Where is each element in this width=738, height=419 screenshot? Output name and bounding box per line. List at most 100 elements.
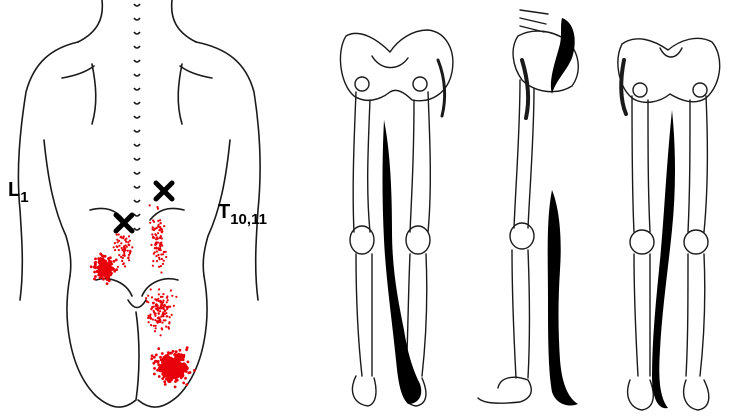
pain-dot — [154, 244, 156, 246]
pain-dot — [167, 299, 169, 301]
pain-dot — [157, 347, 160, 350]
pain-dot — [125, 238, 127, 240]
pain-dot — [156, 308, 158, 310]
pain-dot — [160, 222, 162, 224]
pain-dot — [154, 313, 156, 315]
pain-dot — [167, 306, 169, 308]
pain-dot — [96, 270, 99, 273]
pain-dot — [164, 383, 167, 386]
pain-dot — [171, 314, 173, 316]
pain-dot — [116, 239, 118, 241]
pain-dot — [147, 315, 149, 317]
pain-dot — [97, 257, 100, 260]
pain-dot — [125, 241, 127, 243]
referred-pain-area — [90, 204, 196, 388]
pain-dot — [159, 258, 161, 260]
pain-dot — [161, 303, 163, 305]
pain-dot — [182, 356, 185, 359]
pain-dot — [131, 246, 133, 248]
pain-dot — [162, 315, 164, 317]
pain-dot — [122, 257, 124, 259]
pain-dot — [166, 295, 168, 297]
pain-dot — [114, 242, 116, 244]
pain-dot — [166, 315, 168, 317]
pain-dot — [116, 234, 118, 236]
pain-dot — [159, 237, 161, 239]
pain-dot — [123, 245, 125, 247]
legs-side-nerve-band — [548, 18, 578, 406]
pain-dot — [170, 352, 173, 355]
pain-dot — [157, 361, 160, 364]
trigger-point-upper — [156, 183, 172, 199]
pain-dot — [182, 358, 185, 361]
pain-dot — [161, 322, 163, 324]
pain-dot — [154, 251, 156, 253]
pain-dot — [99, 264, 103, 268]
pain-dot — [174, 380, 177, 383]
pain-dot — [104, 255, 107, 258]
pain-dot — [153, 325, 155, 327]
pain-dot — [128, 254, 130, 256]
pain-dot — [161, 258, 163, 260]
pain-dot — [149, 222, 151, 224]
pain-dot — [158, 300, 160, 302]
pain-dot — [156, 227, 158, 229]
pain-dot — [182, 382, 185, 385]
pain-dot — [128, 256, 130, 258]
pain-dot — [158, 312, 160, 314]
pain-dot — [160, 244, 162, 246]
pain-dot — [108, 279, 111, 282]
pain-dot — [154, 330, 156, 332]
pain-dot — [156, 250, 158, 252]
pain-dot — [113, 246, 115, 248]
pain-dot — [168, 360, 173, 365]
pain-dot — [99, 253, 102, 256]
pain-dot — [153, 373, 156, 376]
pain-dot — [94, 275, 97, 278]
pain-dot — [117, 266, 119, 268]
pain-dot — [95, 261, 98, 264]
svg-text:T10,11: T10,11 — [218, 201, 267, 228]
pain-dot — [162, 263, 164, 265]
pain-dot — [164, 319, 166, 321]
pain-dot — [127, 250, 129, 252]
pain-dot — [161, 363, 166, 368]
pain-dot — [128, 244, 130, 246]
pain-dot — [155, 354, 158, 357]
pain-dot — [166, 301, 168, 303]
pain-dot — [159, 307, 161, 309]
spine-markers — [134, 4, 140, 230]
pain-dot — [149, 316, 151, 318]
pain-dot — [118, 233, 120, 235]
pain-dot — [152, 260, 154, 262]
trigger-point-x-marks — [116, 183, 172, 231]
pain-dot — [148, 321, 150, 323]
pain-dot — [128, 259, 130, 261]
trigger-point-lower — [116, 215, 132, 231]
pain-dot — [163, 251, 165, 253]
pain-dot — [146, 300, 148, 302]
pain-dot — [160, 253, 162, 255]
pain-dot — [165, 326, 167, 328]
pain-dot — [90, 265, 93, 268]
pain-dot — [179, 349, 182, 352]
pain-dot — [155, 327, 157, 329]
pain-dot — [158, 293, 160, 295]
pain-dot — [121, 260, 123, 262]
pain-dot — [159, 247, 161, 249]
pain-dot — [170, 289, 172, 291]
pain-dot — [115, 259, 118, 262]
pain-dot — [93, 278, 96, 281]
pain-dot — [159, 219, 161, 221]
pain-dot — [156, 304, 158, 306]
pain-dot — [169, 306, 171, 308]
pain-dot — [189, 371, 192, 374]
pain-dot — [153, 302, 155, 304]
pain-dot — [93, 266, 96, 269]
pain-dot — [108, 257, 111, 260]
pain-dot — [168, 322, 170, 324]
pain-dot — [161, 231, 163, 233]
pain-dot — [158, 368, 163, 373]
pain-dot — [160, 296, 162, 298]
